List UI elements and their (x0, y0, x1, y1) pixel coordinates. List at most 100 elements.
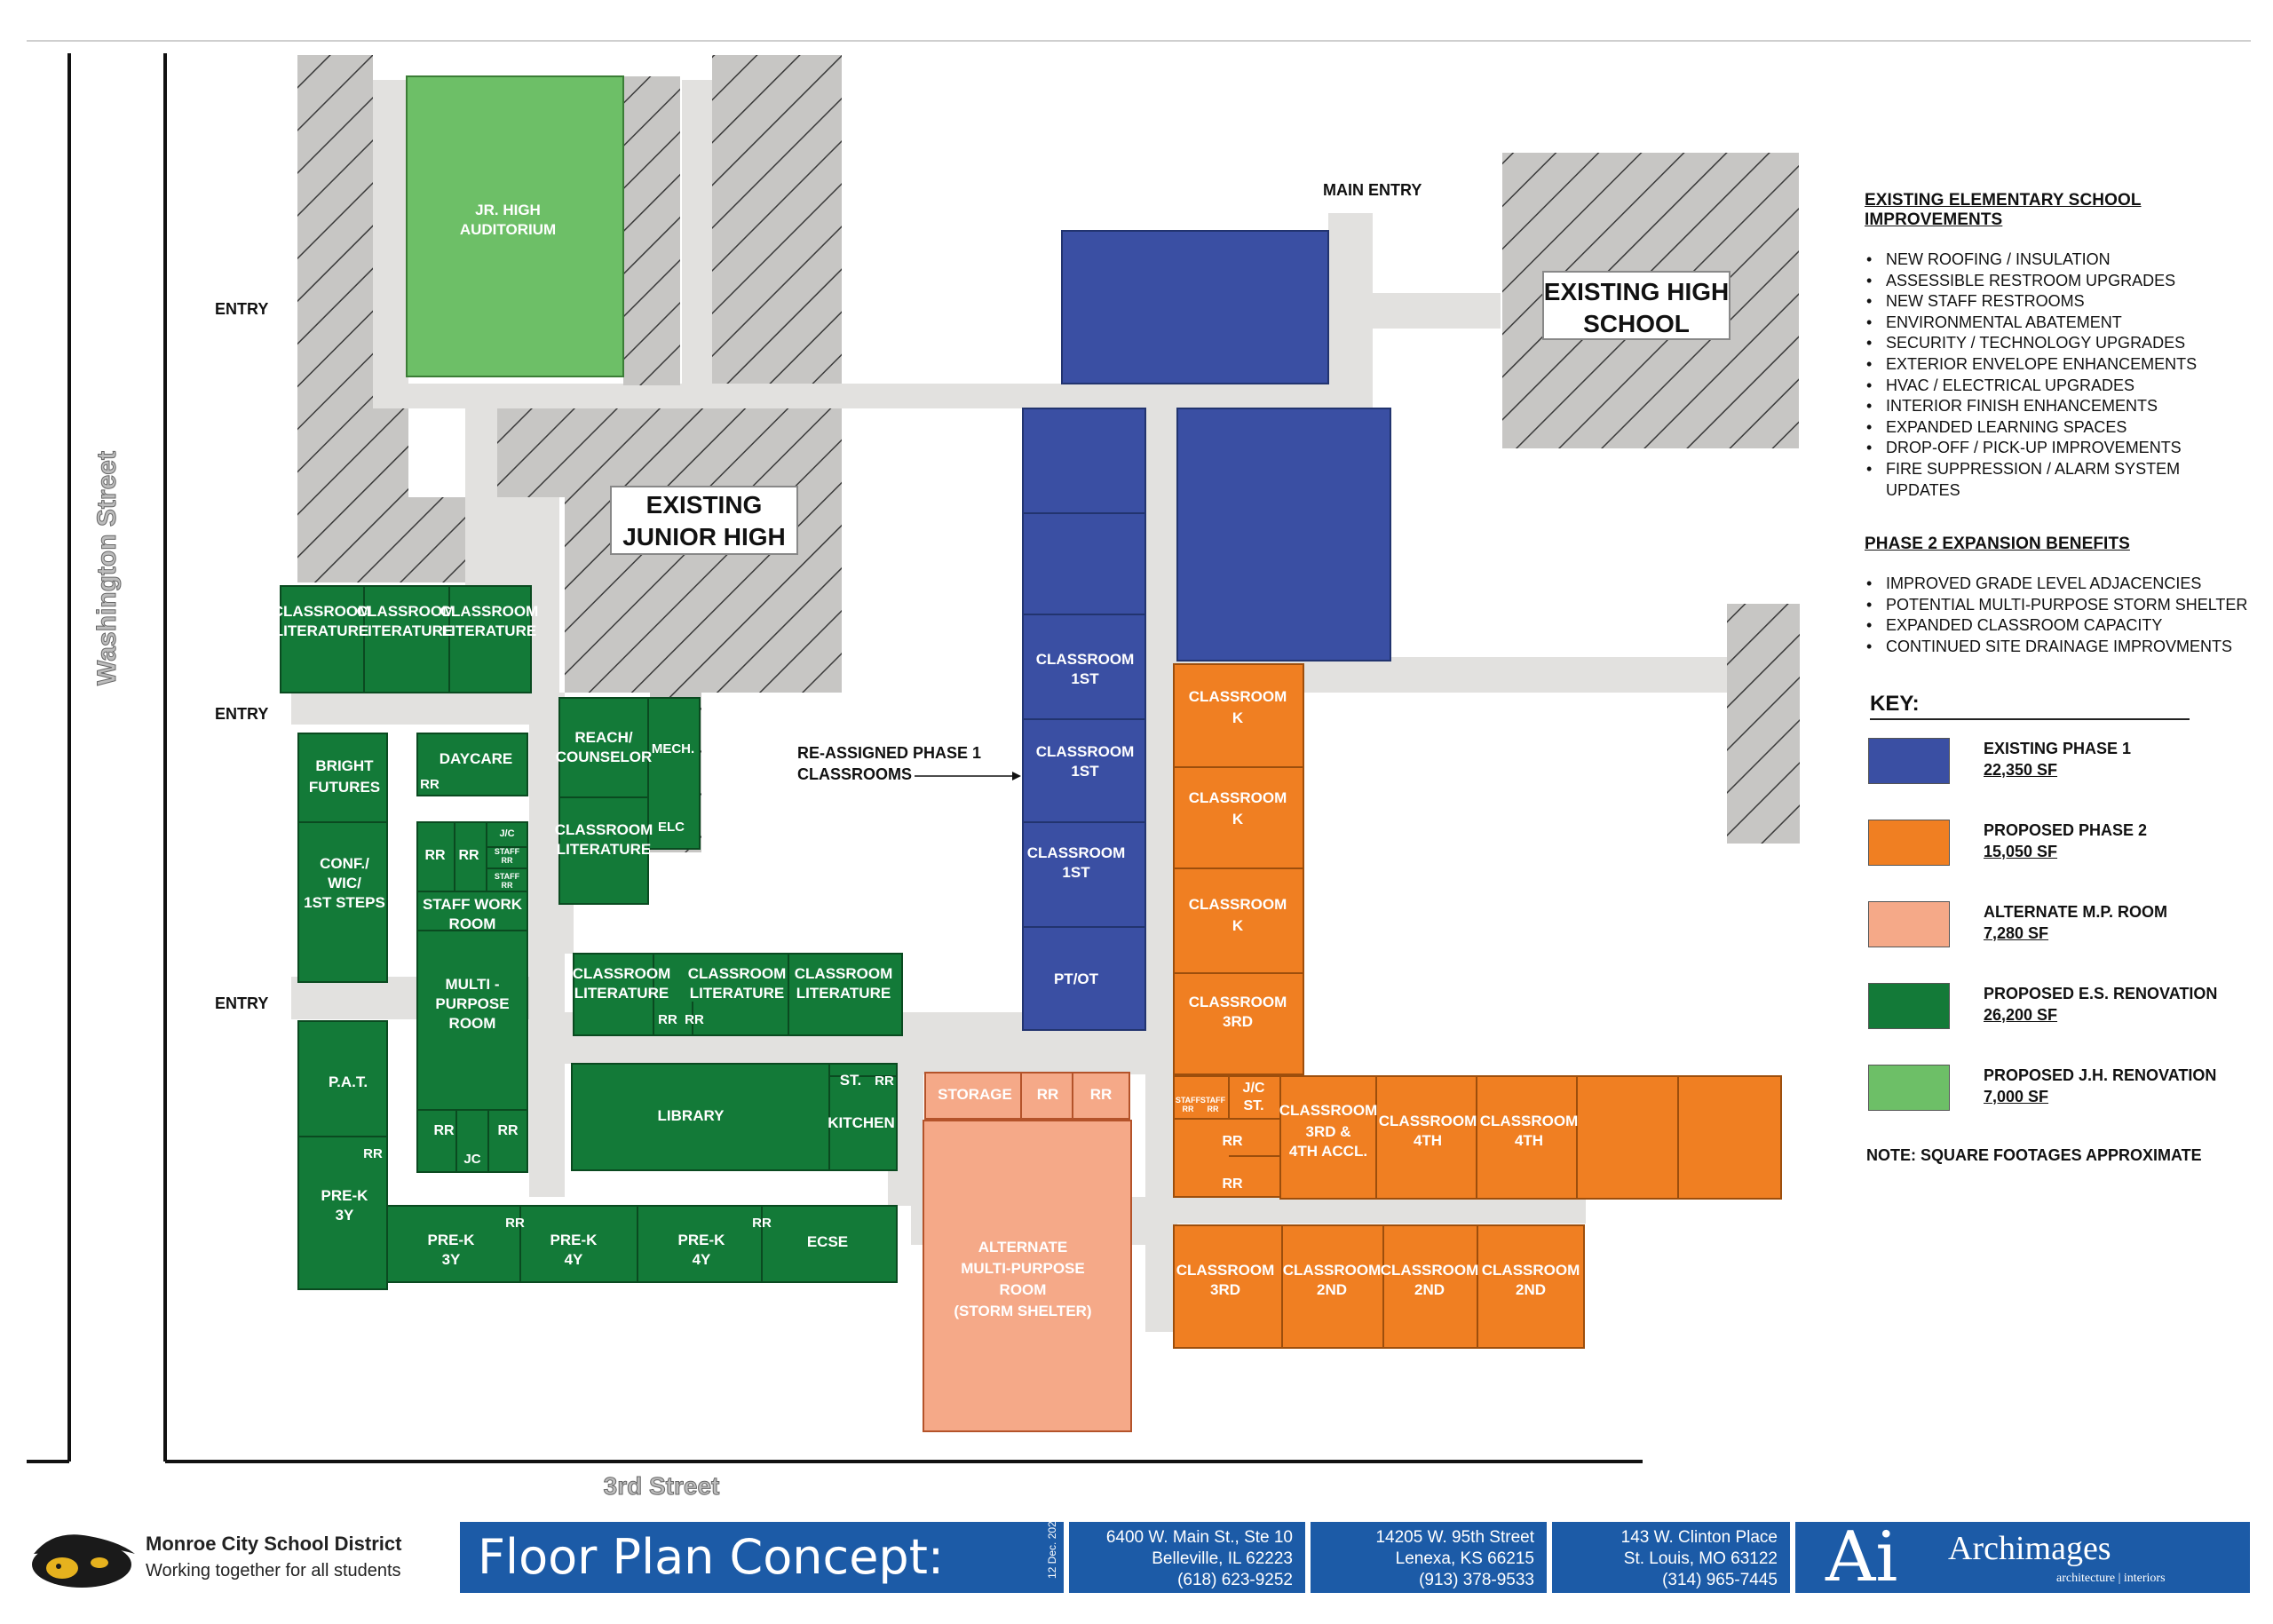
svg-text:CLASSROOM: CLASSROOM (273, 603, 371, 620)
svg-text:RR: RR (1037, 1086, 1059, 1103)
svg-text:EXISTING HIGH: EXISTING HIGH (1544, 278, 1729, 305)
svg-text:ROOM: ROOM (1000, 1281, 1047, 1298)
svg-text:CLASSROOM: CLASSROOM (1027, 844, 1126, 861)
svg-text:4Y: 4Y (565, 1251, 583, 1268)
svg-text:CLASSROOM: CLASSROOM (1189, 688, 1287, 705)
svg-text:JC: JC (463, 1152, 480, 1167)
list-item: DROP-OFF / PICK-UP IMPROVEMENTS (1865, 438, 2255, 459)
list-item: SECURITY / TECHNOLOGY UPGRADES (1865, 333, 2255, 354)
svg-text:RR: RR (424, 848, 446, 863)
panther-logo-icon (32, 1534, 135, 1588)
svg-text:REACH/: REACH/ (574, 729, 632, 746)
svg-text:2ND: 2ND (1516, 1281, 1546, 1298)
svg-text:PT/OT: PT/OT (1054, 970, 1099, 987)
list-item: EXPANDED LEARNING SPACES (1865, 417, 2255, 439)
sf-note: NOTE: SQUARE FOOTAGES APPROXIMATE (1866, 1145, 2202, 1164)
svg-text:LITERATURE: LITERATURE (274, 622, 368, 639)
title-block: Monroe City School District Working toge… (25, 1516, 2250, 1593)
svg-text:CLASSROOM: CLASSROOM (440, 603, 539, 620)
svg-text:CLASSROOM: CLASSROOM (1036, 651, 1135, 668)
legend-panel: EXISTING ELEMENTARY SCHOOL IMPROVEMENTS … (1865, 191, 2255, 1165)
svg-text:PRE-K: PRE-K (678, 1232, 726, 1248)
svg-text:CLASSROOM: CLASSROOM (1189, 789, 1287, 806)
svg-text:ROOM: ROOM (449, 915, 496, 932)
key-sf: 7,000 SF (1984, 1087, 2049, 1105)
svg-text:J/C: J/C (1243, 1081, 1265, 1096)
key-swatch (1868, 900, 1950, 947)
svg-text:ECSE: ECSE (807, 1233, 848, 1250)
svg-text:P.A.T.: P.A.T. (329, 1073, 368, 1090)
district-block: Monroe City School District Working toge… (25, 1522, 460, 1593)
svg-text:PRE-K: PRE-K (321, 1187, 369, 1204)
svg-text:K: K (1232, 811, 1244, 828)
svg-text:LITERATURE: LITERATURE (690, 985, 784, 1002)
key-sf: 26,200 SF (1984, 1005, 2058, 1024)
key-label: EXISTING PHASE 1 (1984, 739, 2132, 757)
entry-label: ENTRY (215, 994, 268, 1012)
list-item: EXPANDED CLASSROOM CAPACITY (1865, 615, 2255, 637)
svg-text:CONF./: CONF./ (320, 855, 369, 872)
svg-text:MULTI-PURPOSE: MULTI-PURPOSE (961, 1260, 1084, 1277)
svg-text:RR: RR (420, 777, 440, 792)
list-item: POTENTIAL MULTI-PURPOSE STORM SHELTER (1865, 595, 2255, 616)
svg-text:CLASSROOM: CLASSROOM (1279, 1102, 1378, 1119)
svg-text:1ST: 1ST (1071, 670, 1099, 687)
svg-text:ELC: ELC (658, 820, 685, 835)
key-label: ALTERNATE M.P. ROOM (1984, 902, 2167, 921)
svg-text:1ST: 1ST (1071, 763, 1099, 780)
svg-text:1ST STEPS: 1ST STEPS (304, 894, 385, 911)
svg-text:CLASSROOM: CLASSROOM (1283, 1262, 1382, 1279)
renovation-blocks (280, 585, 903, 1290)
svg-text:RR: RR (433, 1123, 455, 1138)
svg-text:J/C: J/C (499, 828, 514, 839)
reassigned-annotation: RE-ASSIGNED PHASE 1 CLASSROOMS (797, 744, 1021, 783)
svg-text:RR: RR (502, 856, 513, 865)
svg-text:RR: RR (875, 1073, 894, 1089)
svg-text:CLASSROOM: CLASSROOM (1176, 1262, 1275, 1279)
svg-text:JUNIOR HIGH: JUNIOR HIGH (622, 523, 786, 551)
district-name: Monroe City School District (146, 1533, 402, 1555)
svg-text:KITCHEN: KITCHEN (828, 1114, 895, 1131)
svg-text:LITERATURE: LITERATURE (796, 985, 891, 1002)
svg-text:LIBRARY: LIBRARY (658, 1107, 725, 1124)
svg-text:CLASSROOM: CLASSROOM (1189, 994, 1287, 1010)
phase1-blocks (1022, 230, 1391, 1031)
svg-text:SCHOOL: SCHOOL (1583, 310, 1690, 337)
key-label: PROPOSED PHASE 2 (1984, 820, 2148, 839)
svg-text:ST.: ST. (840, 1072, 862, 1089)
svg-text:3RD: 3RD (1223, 1013, 1253, 1030)
entry-label: ENTRY (215, 300, 268, 318)
svg-text:STAFF: STAFF (1200, 1096, 1226, 1105)
svg-text:RR: RR (502, 881, 513, 890)
list-item: CONTINUED SITE DRAINAGE IMPROVMENTS (1865, 637, 2255, 658)
svg-text:PURPOSE: PURPOSE (435, 995, 509, 1012)
svg-text:4Y: 4Y (693, 1251, 711, 1268)
firm-name: Archimages (1948, 1530, 2111, 1567)
svg-text:4TH: 4TH (1414, 1132, 1442, 1149)
svg-text:3Y: 3Y (336, 1207, 354, 1224)
svg-text:2ND: 2ND (1317, 1281, 1347, 1298)
svg-text:RR: RR (1222, 1134, 1243, 1149)
office-address: 143 W. Clinton Place St. Louis, MO 63122… (1547, 1522, 1790, 1593)
svg-text:3RD: 3RD (1210, 1281, 1240, 1298)
jr-high-auditorium (406, 75, 624, 377)
svg-text:RR: RR (658, 1012, 677, 1027)
list-item: NEW ROOFING / INSULATION (1865, 250, 2255, 271)
svg-text:WIC/: WIC/ (328, 875, 361, 891)
improvements-list: NEW ROOFING / INSULATION ASSESSIBLE REST… (1865, 250, 2255, 501)
list-item: INTERIOR FINISH ENHANCEMENTS (1865, 396, 2255, 417)
office-address: 6400 W. Main St., Ste 10 Belleville, IL … (1064, 1522, 1305, 1593)
svg-text:LITERATURE: LITERATURE (574, 985, 669, 1002)
svg-text:CLASSROOM: CLASSROOM (1036, 743, 1135, 760)
svg-text:(STORM SHELTER): (STORM SHELTER) (954, 1303, 1091, 1319)
firm-logo: Ai Archimages architecture | interiors (1790, 1522, 2250, 1593)
svg-text:DAYCARE: DAYCARE (440, 750, 513, 767)
office-address: 14205 W. 95th Street Lenexa, KS 66215 (9… (1305, 1522, 1547, 1593)
svg-text:RR: RR (1183, 1105, 1194, 1113)
svg-text:CLASSROOM: CLASSROOM (1482, 1262, 1580, 1279)
svg-text:COUNSELOR: COUNSELOR (556, 749, 653, 765)
firm-mark: Ai (1826, 1517, 1898, 1597)
svg-text:RR: RR (752, 1216, 772, 1231)
svg-text:STAFF: STAFF (1176, 1096, 1201, 1105)
svg-text:RE-ASSIGNED PHASE 1: RE-ASSIGNED PHASE 1 (797, 744, 981, 762)
